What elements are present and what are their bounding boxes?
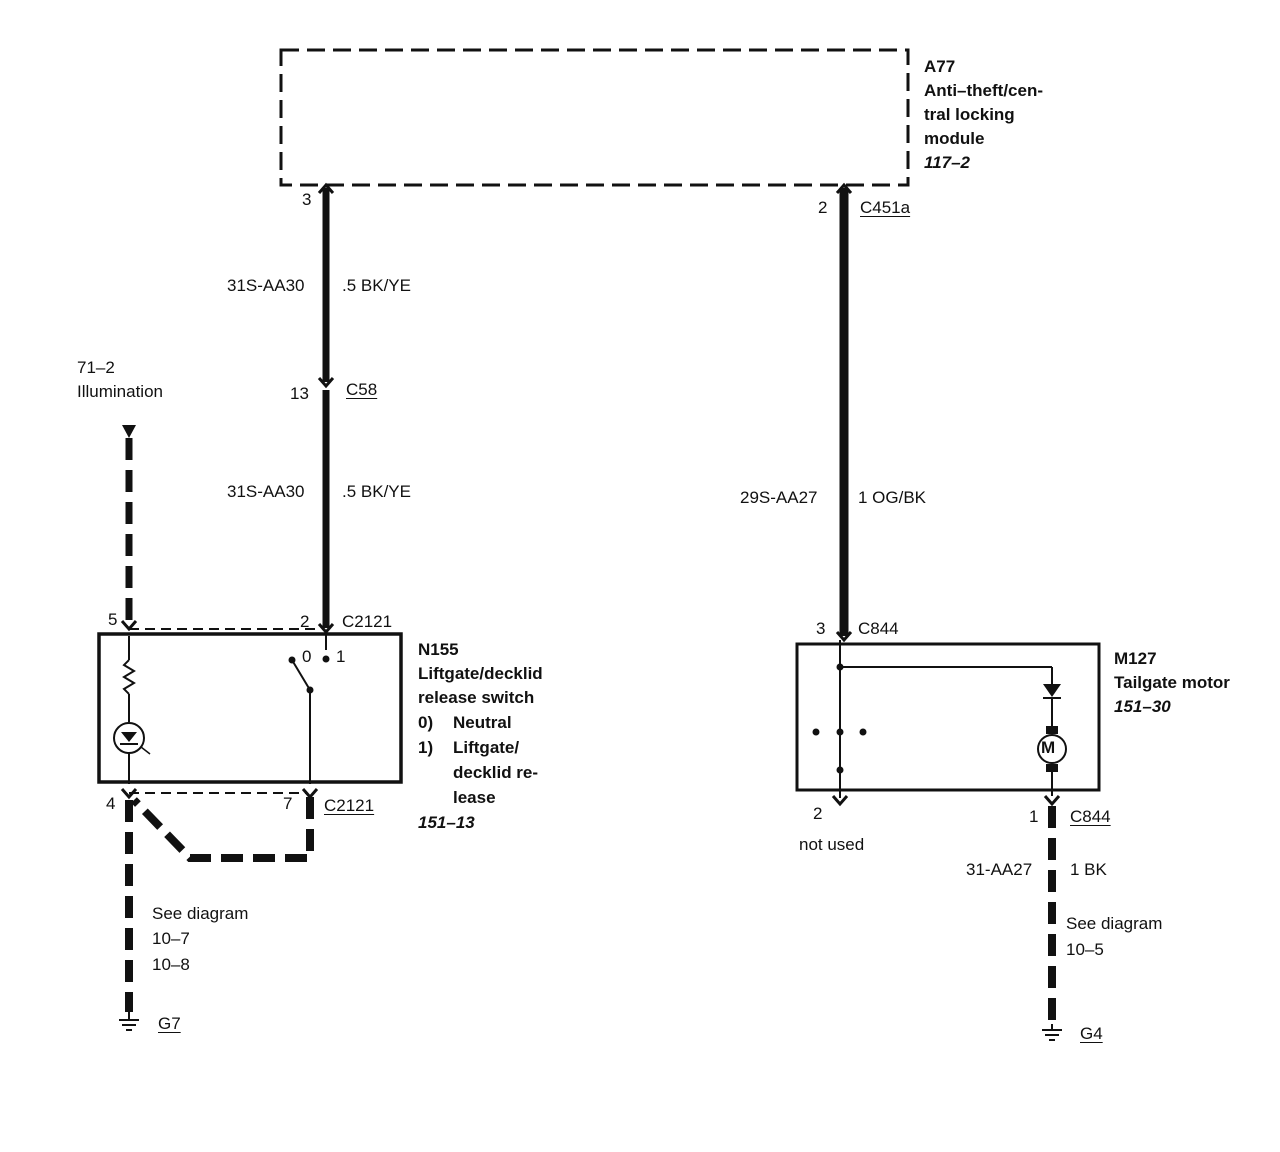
n155-pin4-mark [120,788,138,800]
n155-switch-box [97,632,403,784]
wire-upper-spec: .5 BK/YE [342,276,411,295]
illumination-ref: 71–2 [77,358,115,377]
a77-pin3-mark [317,182,335,194]
wire-right-spec: 1 OG/BK [858,488,927,507]
connector-c58: C58 [346,380,378,399]
a77-ref: 117–2 [924,153,971,172]
ground-g7-label: G7 [158,1014,181,1033]
illumination-label: Illumination [77,382,163,401]
connector-c2121-top: C2121 [342,612,393,631]
n155-pin5-label: 5 [108,610,118,629]
diode-symbol [1043,684,1061,697]
ground-g4-label: G4 [1080,1024,1103,1043]
wire-ground-right-circuit: 31-AA27 [966,860,1033,879]
a77-name-line2: tral locking [924,105,1015,124]
see-diagram-left-ref1: 10–7 [152,929,190,948]
m127-pin1-label: 1 [1029,807,1039,826]
motor-m-letter: M [1041,738,1056,757]
ground-g4-symbol [1042,1029,1062,1041]
resistor-symbol [122,659,136,695]
n155-pos1-line2: decklid re- [453,763,539,782]
see-diagram-left: See diagram [152,904,249,923]
a77-name-line1: Anti–theft/cen- [924,81,1043,100]
wire-lower-circuit: 31S-AA30 [227,482,305,501]
m127-not-used: not used [799,835,865,854]
connector-c2121-bottom: C2121 [324,796,375,815]
wire-ground-right-spec: 1 BK [1070,860,1107,879]
m127-pin2-label: 2 [813,804,823,823]
switch-contact [291,659,311,691]
a77-module-box [279,48,910,187]
connector-c844-top: C844 [858,619,899,638]
wire-right-circuit: 29S-AA27 [740,488,818,507]
m127-pin1-mark [1043,795,1061,807]
n155-pos0-num: 0) [418,713,434,732]
see-diagram-right-ref: 10–5 [1066,940,1104,959]
see-diagram-right: See diagram [1066,914,1163,933]
n155-name-line1: Liftgate/decklid [418,664,543,683]
m127-ref: 151–30 [1114,697,1171,716]
ground-g7-symbol [119,1019,139,1031]
n155-pos0-label: Neutral [453,713,512,732]
a77-pin3-label: 3 [302,190,312,209]
c844-top-mark [835,631,853,643]
m127-id: M127 [1114,649,1157,668]
switch-position-0: 0 [302,647,312,666]
n155-pos1-num: 1) [418,738,434,757]
m127-pin2-mark [831,795,849,807]
illumination-arrow [122,425,136,438]
wire-upper-circuit: 31S-AA30 [227,276,305,295]
n155-pos1-line1: Liftgate/ [453,738,520,757]
n155-pos1-line3: lease [453,788,496,807]
n155-pin5-mark [120,620,138,632]
c58-pin-label: 13 [290,384,309,403]
n155-pin2-label: 2 [300,612,310,631]
switch-position-1: 1 [336,647,346,666]
n155-name-line2: release switch [418,688,535,707]
n155-pin4-label: 4 [106,794,116,813]
m127-pin3-label: 3 [816,619,826,638]
n155-ref: 151–13 [418,813,475,832]
see-diagram-left-ref2: 10–8 [152,955,190,974]
a77-id: A77 [924,57,956,76]
m127-motor-box [795,642,1101,792]
a77-pin2-label: 2 [818,198,828,217]
motor-symbol [1037,734,1067,764]
n155-pin7-label: 7 [283,794,293,813]
connector-c844-bottom: C844 [1070,807,1111,826]
a77-name-line3: module [924,129,985,148]
c58-connector-mark [317,377,335,389]
n155-id: N155 [418,640,459,659]
wire-lower-spec: .5 BK/YE [342,482,411,501]
m127-name: Tailgate motor [1114,673,1230,692]
a77-pin2-mark [835,182,853,194]
connector-c451a: C451a [860,198,911,217]
